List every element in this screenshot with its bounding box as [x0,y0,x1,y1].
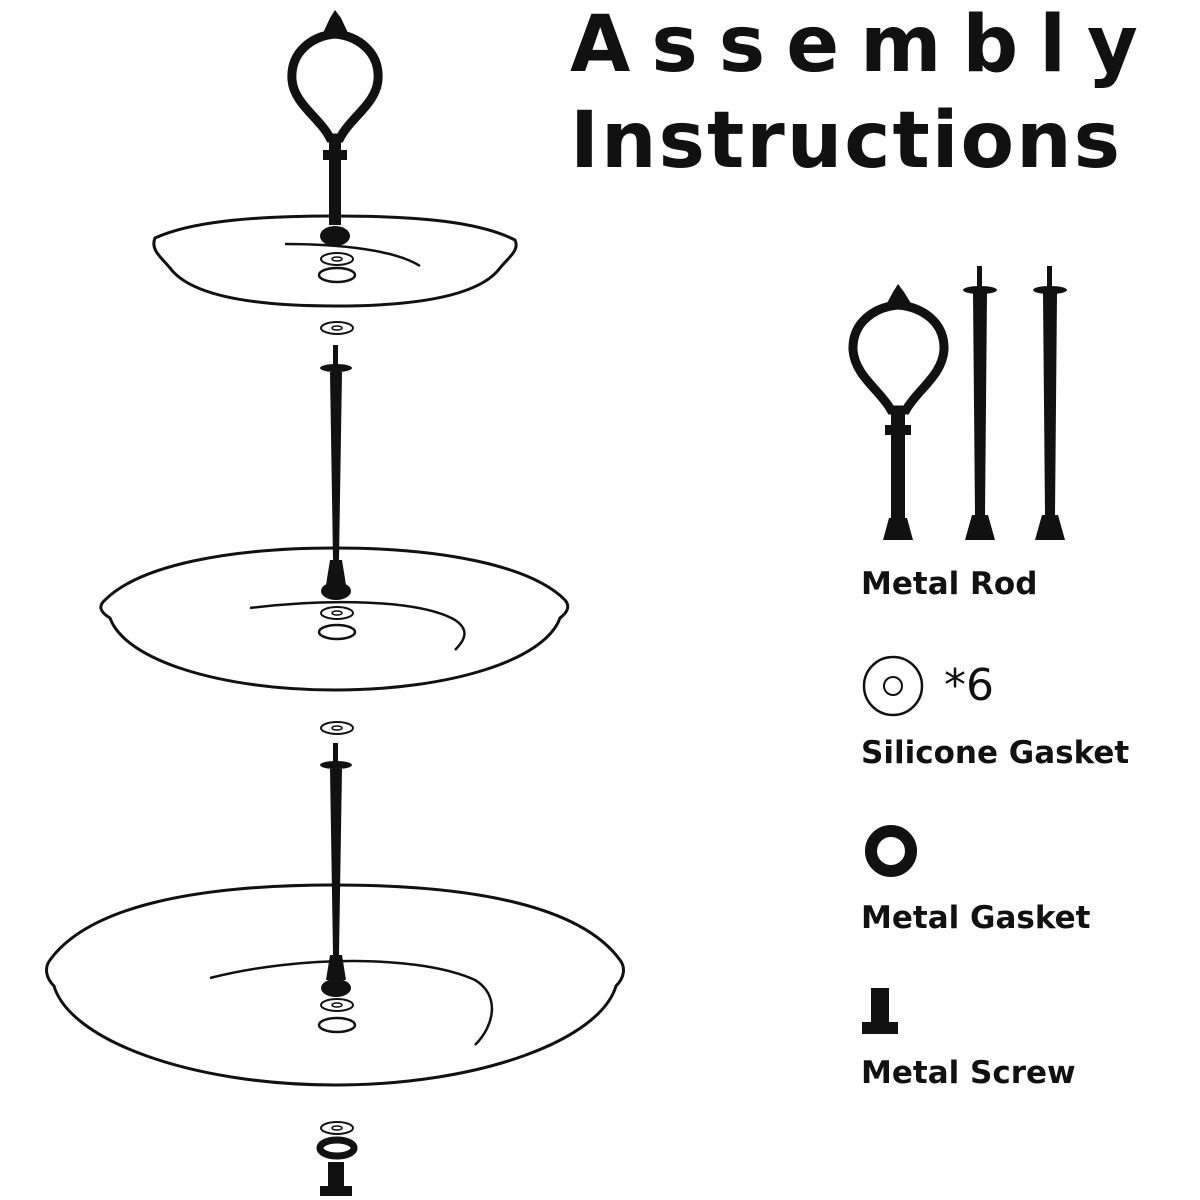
legend-silicone-gasket-icon [862,655,924,717]
legend-metal-gasket-icon [865,825,917,877]
silicone-gasket-icon [320,606,354,620]
silicone-gasket-quantity: *6 [944,660,994,711]
silicone-gasket-icon [320,998,354,1012]
lower-rod-icon [320,743,352,997]
metal-rod-label: Metal Rod [861,566,1038,602]
silicone-gasket-label: Silicone Gasket [861,735,1130,771]
silicone-gasket-icon [320,721,354,735]
legend-rod-icon [963,266,997,540]
silicone-gasket-icon [320,321,354,335]
metal-gasket-label: Metal Gasket [861,900,1091,936]
title-instructions: Instructions [570,96,1123,186]
metal-screw-icon [320,1162,352,1196]
legend-crown-rod-icon [848,284,949,540]
crown-handle-icon [287,10,383,246]
title-assembly: Assembly [570,0,1159,90]
legend-rod-icon [1033,266,1067,540]
middle-rod-icon [320,345,352,600]
silicone-gasket-icon [320,252,354,266]
bottom-plate [45,883,625,1087]
legend-metal-screw-icon [862,988,898,1034]
metal-screw-label: Metal Screw [861,1055,1076,1091]
metal-gasket-icon [316,1136,358,1160]
top-plate [152,214,518,308]
silicone-gasket-icon [320,1121,354,1135]
middle-plate [99,546,570,692]
